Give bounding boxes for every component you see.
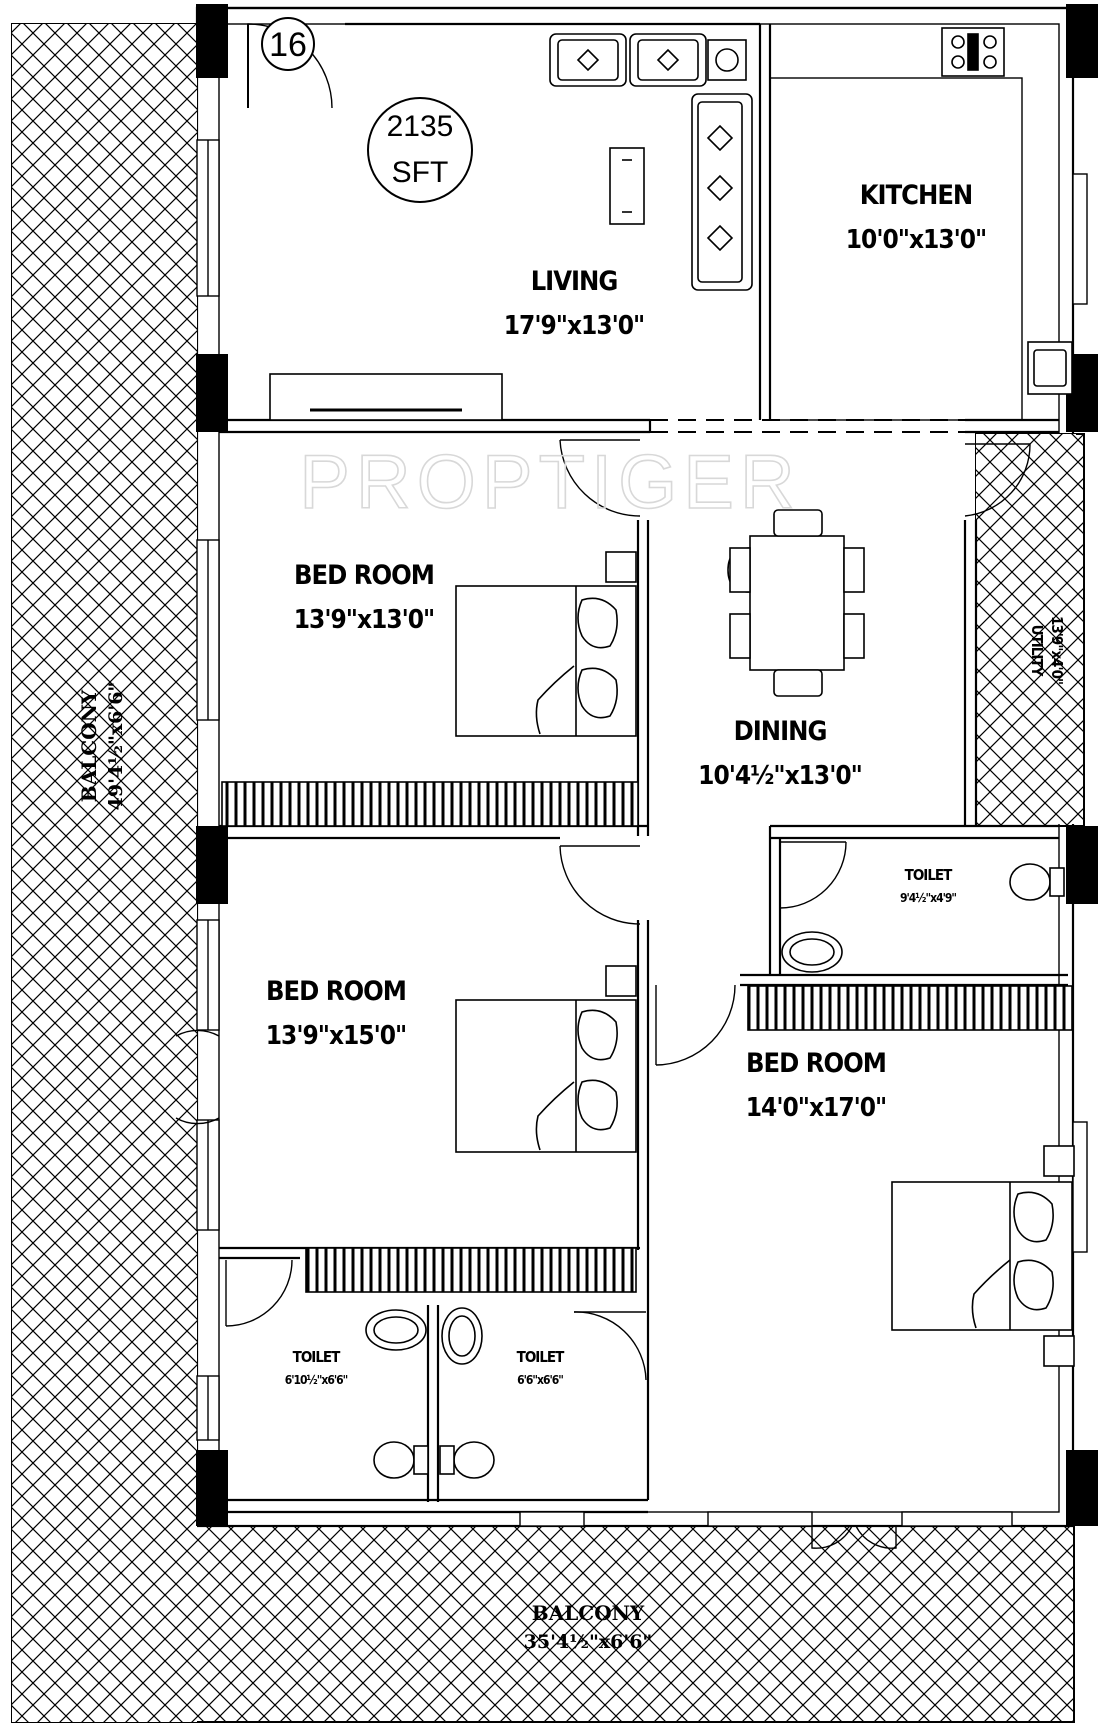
stove bbox=[941, 27, 1005, 77]
sofa-set bbox=[549, 33, 753, 291]
living-dim: 17'9"x13'0" bbox=[504, 311, 644, 341]
bedroom3-label: BED ROOM bbox=[746, 1048, 886, 1079]
toilet3-dim: 6'6"x6'6" bbox=[517, 1373, 563, 1387]
toilet-master-dim: 9'4½"x4'9" bbox=[900, 891, 956, 905]
toilet-master-label: TOILET bbox=[905, 866, 954, 884]
wc bbox=[373, 863, 1065, 1479]
bedroom3-dim: 14'0"x17'0" bbox=[746, 1093, 886, 1123]
toilet2-label: TOILET bbox=[293, 1348, 342, 1366]
tv-unit bbox=[269, 373, 503, 421]
kitchen-label: KITCHEN bbox=[860, 180, 973, 211]
wash-basin bbox=[365, 931, 843, 1365]
balcony-side-label: BALCONY bbox=[77, 689, 101, 802]
dining-label: DINING bbox=[734, 716, 827, 747]
toilet3-label: TOILET bbox=[517, 1348, 566, 1366]
unit-number-badge bbox=[261, 17, 315, 71]
balcony-bottom-dim: 35'4½"x6'6" bbox=[524, 1631, 653, 1653]
bedroom2-dim: 13'9"x15'0" bbox=[266, 1021, 406, 1051]
dining-table bbox=[727, 509, 865, 697]
area-badge bbox=[367, 97, 473, 203]
area-value: 2135 bbox=[387, 110, 454, 143]
balcony-side-dim: 49'4½"x6'6" bbox=[105, 682, 127, 811]
area-unit: SFT bbox=[392, 156, 449, 189]
balcony-bottom-label: BALCONY bbox=[532, 1601, 645, 1625]
bedroom2-label: BED ROOM bbox=[266, 976, 406, 1007]
unit-number: 16 bbox=[269, 26, 307, 64]
pillar bbox=[196, 4, 228, 78]
toilet2-dim: 6'10½"x6'6" bbox=[285, 1373, 348, 1387]
utility-dim: 13'9"x4'0" bbox=[1048, 616, 1066, 684]
bedroom1-label: BED ROOM bbox=[294, 560, 434, 591]
utility-label: UTILITY bbox=[1028, 625, 1046, 677]
bed bbox=[455, 551, 637, 737]
bedroom1-dim: 13'9"x13'0" bbox=[294, 605, 434, 635]
wardrobe bbox=[221, 781, 639, 827]
kitchen-dim: 10'0"x13'0" bbox=[846, 225, 986, 255]
dining-dim: 10'4½"x13'0" bbox=[698, 761, 862, 791]
kitchen-sink bbox=[1027, 341, 1073, 395]
watermark: PROPTIGER bbox=[299, 440, 801, 525]
living-label: LIVING bbox=[531, 266, 618, 297]
